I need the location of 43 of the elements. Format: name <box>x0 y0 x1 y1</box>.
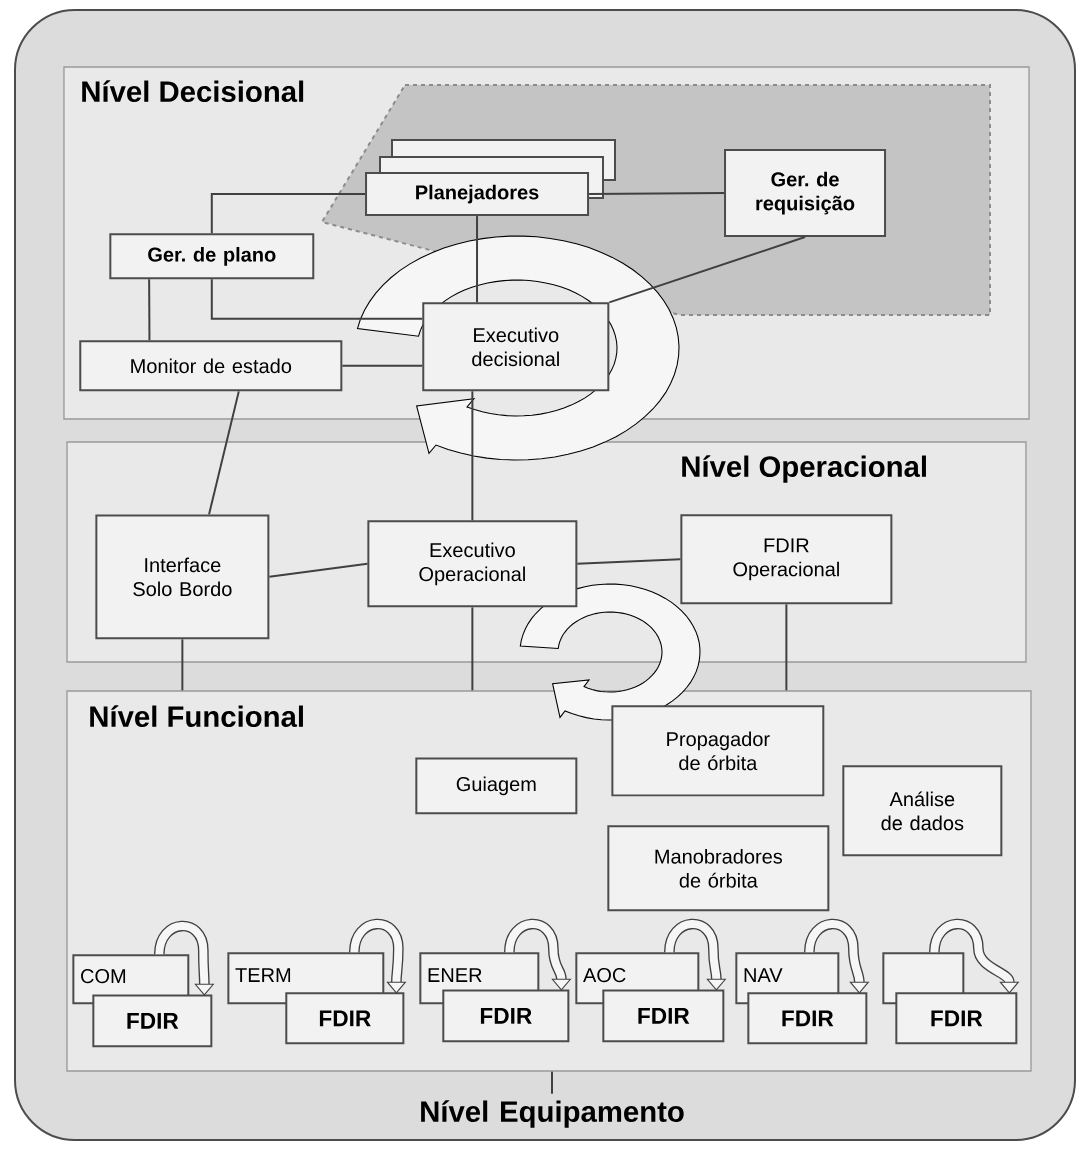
process-box: Guiagem <box>415 757 578 815</box>
fdir-box: FDIR <box>92 994 213 1048</box>
loop-arrow <box>664 918 727 991</box>
fdir-box: FDIR <box>747 992 868 1045</box>
process-box: Interface Solo Bordo <box>95 514 270 640</box>
stacked-box: Planejadores <box>365 139 616 217</box>
connector-line <box>608 236 807 304</box>
process-box: Monitor de estado <box>79 340 343 392</box>
level-title: Nível Decisional <box>82 80 304 103</box>
process-box: Análise de dados <box>842 765 1003 857</box>
process-box: Executivo Operacional <box>367 520 578 608</box>
level-title: Nível Funcional <box>90 705 303 728</box>
loop-arrow <box>154 920 215 996</box>
process-box: Manobradores de órbita <box>607 825 830 912</box>
connector-line <box>208 390 240 516</box>
connector-line <box>210 278 424 320</box>
process-box: FDIR Operacional <box>680 514 893 605</box>
fdir-box: FDIR <box>442 989 570 1043</box>
fdir-box: FDIR <box>285 992 405 1045</box>
connector-line <box>471 390 474 522</box>
loop-arrow <box>349 918 407 994</box>
connector-line <box>148 278 151 342</box>
loop-arrow <box>804 918 870 994</box>
connector-line <box>576 558 682 565</box>
fdir-box: FDIR <box>602 989 725 1043</box>
process-box: Executivo decisional <box>422 302 610 392</box>
connector-line <box>476 215 479 304</box>
level-title: Nível Equipamento <box>421 1100 684 1128</box>
fdir-box: FDIR <box>895 992 1018 1045</box>
level-title: Nível Operacional <box>682 455 926 483</box>
connector-line <box>588 192 726 196</box>
connector-line <box>341 364 424 367</box>
connector-line <box>210 193 367 235</box>
connector-line <box>181 638 184 692</box>
connector-line <box>785 603 788 692</box>
process-box: Ger. de plano <box>109 233 315 280</box>
process-box: Ger. de requisição <box>724 149 887 238</box>
connector-line <box>471 606 474 692</box>
connector-line <box>551 1070 553 1095</box>
loop-arrow <box>929 918 1020 994</box>
process-box: Propagador de órbita <box>611 705 825 797</box>
connector-line <box>268 562 369 578</box>
loop-arrow <box>504 918 572 991</box>
